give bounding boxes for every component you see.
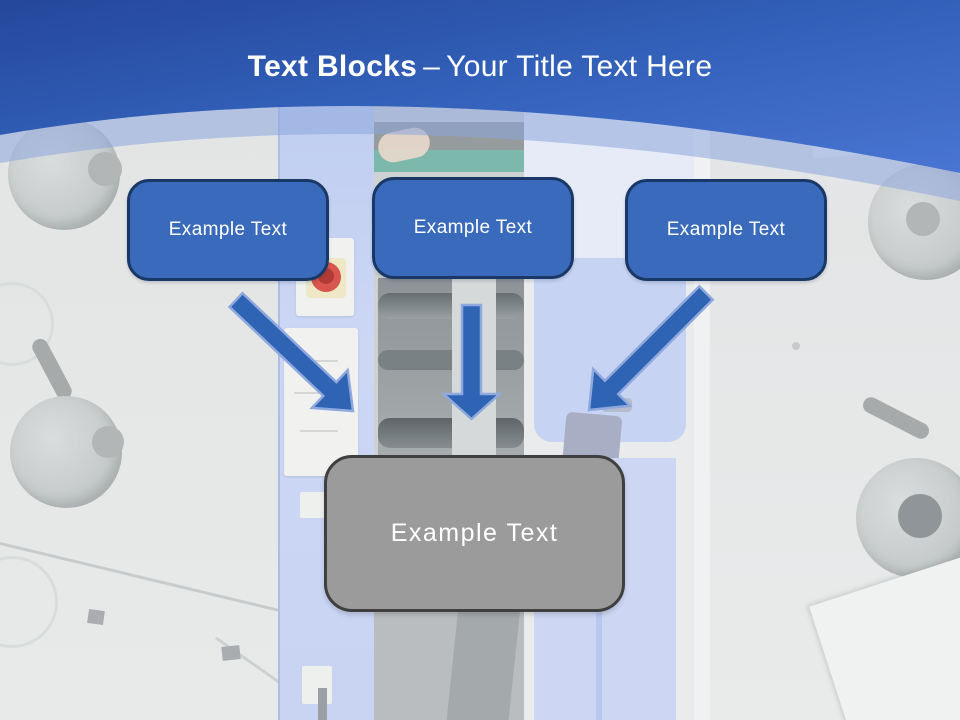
bg-roller xyxy=(378,293,524,319)
top-text-block-2[interactable]: Example Text xyxy=(372,177,574,279)
bg-label-text-line xyxy=(298,360,338,362)
header-curved-band xyxy=(0,0,960,201)
center-text-block[interactable]: Example Text xyxy=(324,455,625,612)
top-text-block-3-label: Example Text xyxy=(666,219,786,240)
bg-reel-knob xyxy=(906,202,940,236)
top-text-block-1[interactable]: Example Text xyxy=(127,179,329,281)
bg-roller xyxy=(378,418,524,448)
arrow-down-left-icon[interactable] xyxy=(587,284,715,412)
arrow-down-icon[interactable] xyxy=(440,303,503,421)
bg-reel-hub xyxy=(898,494,942,538)
bg-reel-knob xyxy=(88,152,122,186)
top-text-block-1-label: Example Text xyxy=(168,219,288,240)
top-text-block-2-label: Example Text xyxy=(413,217,533,238)
bg-rivet xyxy=(792,342,800,350)
bg-dark-streak xyxy=(318,688,327,720)
arrow-down-right-icon[interactable] xyxy=(227,291,355,413)
center-text-block-label: Example Text xyxy=(390,519,559,547)
bg-reel-knob xyxy=(92,426,124,458)
header-main-shape xyxy=(0,0,960,173)
top-text-block-3[interactable]: Example Text xyxy=(625,179,827,281)
slide-title: Text Blocks–Your Title Text Here xyxy=(0,50,960,84)
bg-label-text-line xyxy=(300,430,338,432)
slide-title-rest: Your Title Text Here xyxy=(446,50,713,83)
slide-title-emphasis: Text Blocks xyxy=(247,50,418,83)
bg-small-plate xyxy=(302,666,332,704)
slide-title-dash: – xyxy=(423,50,441,83)
